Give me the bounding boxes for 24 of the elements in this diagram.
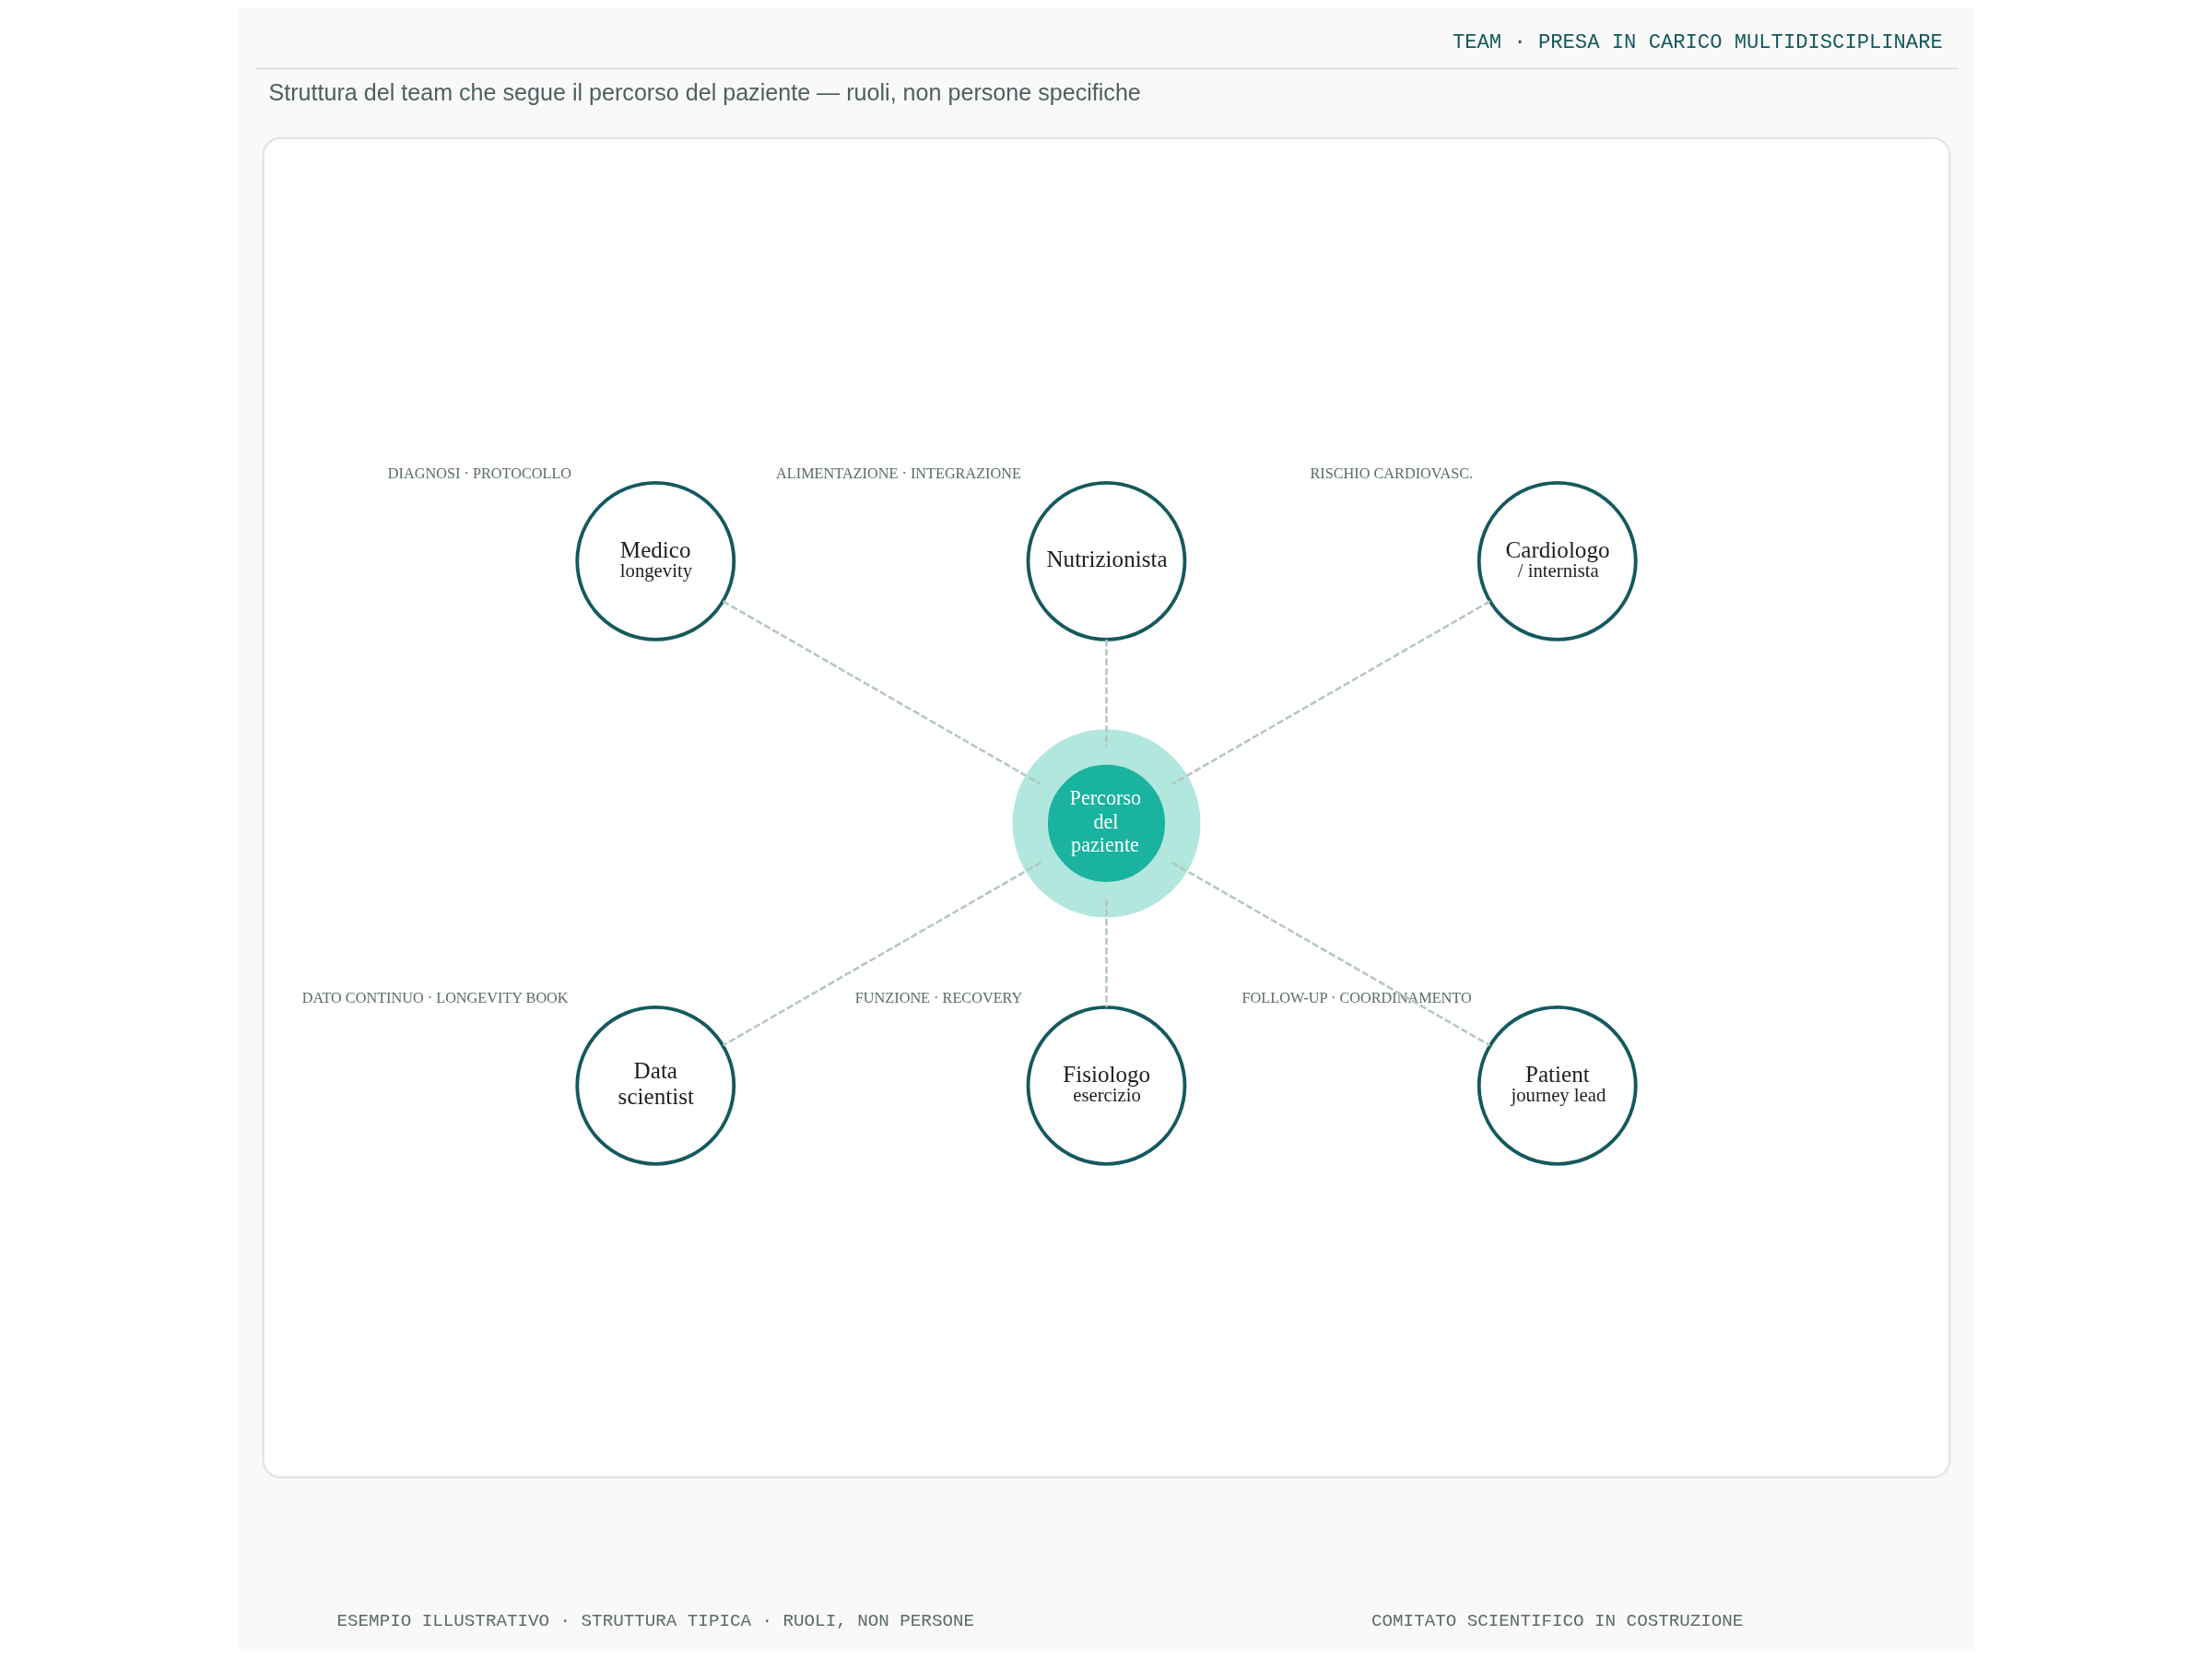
node-circle: Nutrizionista (1026, 480, 1186, 641)
node-circle: Fisiologo esercizio (1026, 1005, 1186, 1166)
node-label: ALIMENTAZIONE · INTEGRAZIONE (775, 465, 1021, 483)
node-circle: Percorso del paziente (1012, 729, 1200, 918)
connector (1104, 640, 1108, 747)
node-label: DIAGNOSI · PROTOCOLLO (387, 465, 571, 483)
connector (1104, 900, 1108, 1007)
cluster (262, 136, 1950, 1478)
node-label: DATO CONTINUO · LONGEVITY BOOK (301, 990, 569, 1007)
node-circle: Cardiologo / internista (1477, 480, 1638, 641)
node-label: FUNZIONE · RECOVERY (854, 990, 1022, 1007)
connector (1171, 861, 1490, 1047)
label: COMITATO SCIENTIFICO IN COSTRUZIONE (1371, 1611, 1743, 1632)
connector (1171, 600, 1490, 785)
node-circle: Data scientist (574, 1005, 735, 1166)
connector (722, 861, 1041, 1047)
node-circle: Patient journey lead (1477, 1005, 1638, 1166)
node-label: RISCHIO CARDIOVASC. (1309, 465, 1473, 483)
label: ESEMPIO ILLUSTRATIVO · STRUTTURA TIPICA · RUOLI, NON PERSONE (336, 1611, 974, 1632)
node-circle: Medico longevity (574, 480, 735, 641)
connector (722, 600, 1041, 785)
diagram-title: TEAM · PRESA IN CARICO MULTIDISCIPLINARE (1452, 31, 1943, 55)
node-label: FOLLOW-UP · COORDINAMENTO (1241, 990, 1472, 1007)
caption: Struttura del team che segue il percorso del paziente — ruoli, non persone specifiche (268, 79, 1141, 106)
